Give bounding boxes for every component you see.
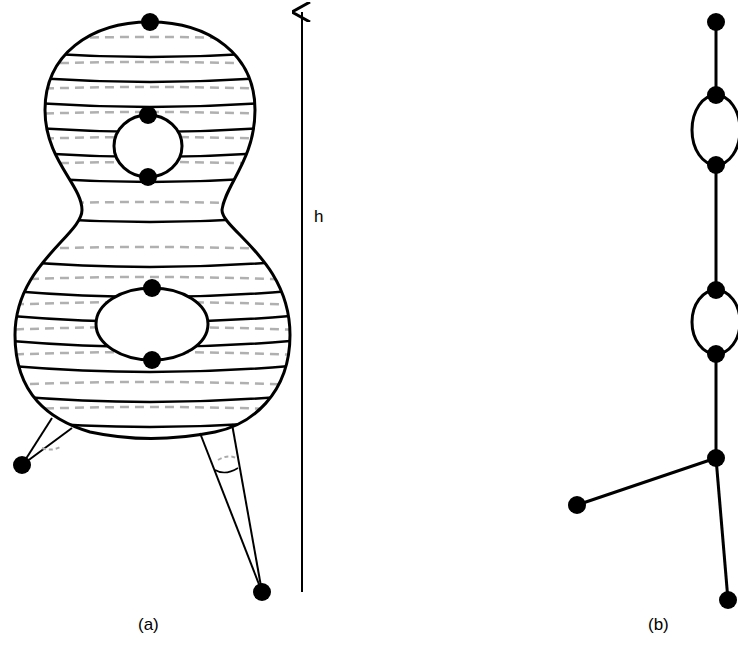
contour-back-line <box>0 202 300 205</box>
contour-back-line <box>0 62 300 65</box>
reeb-graph <box>577 22 738 600</box>
surface-legs <box>22 418 262 592</box>
contour-line <box>0 420 300 427</box>
height-axis <box>301 12 303 592</box>
critical-points <box>13 13 271 601</box>
surface-outline <box>15 22 290 439</box>
contour-line <box>0 395 300 402</box>
axis-label: h <box>312 208 325 227</box>
contour-back-line <box>0 382 300 385</box>
contour-line <box>0 215 300 222</box>
contour-line <box>0 50 300 57</box>
contour-back-line <box>0 87 300 90</box>
reeb-vertices <box>568 13 737 609</box>
surface-holes <box>96 115 208 360</box>
panel-label: (b) <box>646 616 671 635</box>
panel-label: (a) <box>136 616 161 635</box>
contour-line <box>0 75 300 82</box>
contour-back-line <box>0 37 300 40</box>
